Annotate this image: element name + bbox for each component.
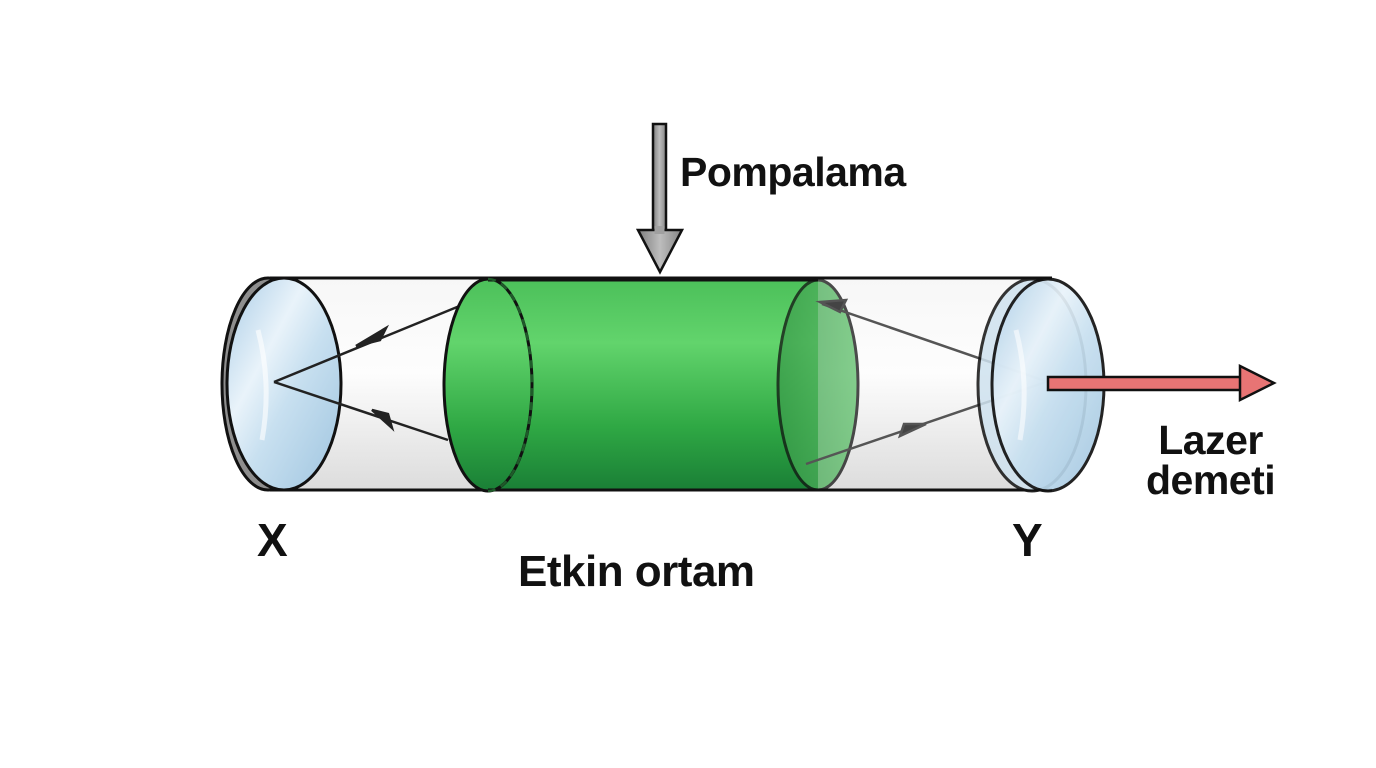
light-rays-left — [273, 303, 463, 442]
ray-arrowhead — [815, 298, 849, 314]
active-medium-cylinder — [442, 277, 860, 493]
pumping-label: Pompalama — [680, 149, 906, 195]
ray-arrowhead — [897, 422, 927, 439]
active-medium-label: Etkin ortam — [518, 547, 755, 596]
laser-beam-label-line1: Lazer — [1158, 417, 1263, 463]
mirror-y-label: Y — [1012, 514, 1043, 566]
ray-arrowhead — [371, 408, 395, 432]
laser-beam-arrow — [1046, 363, 1277, 403]
laser-beam-label-line2: demeti — [1146, 457, 1276, 503]
mirror-x — [220, 276, 343, 492]
ray-arrowhead — [355, 324, 390, 348]
mirror-y — [976, 277, 1106, 493]
mirror-x-label: X — [257, 514, 288, 566]
pump-arrow — [635, 122, 685, 275]
laser-beam-label: Lazer demeti — [1146, 417, 1276, 503]
